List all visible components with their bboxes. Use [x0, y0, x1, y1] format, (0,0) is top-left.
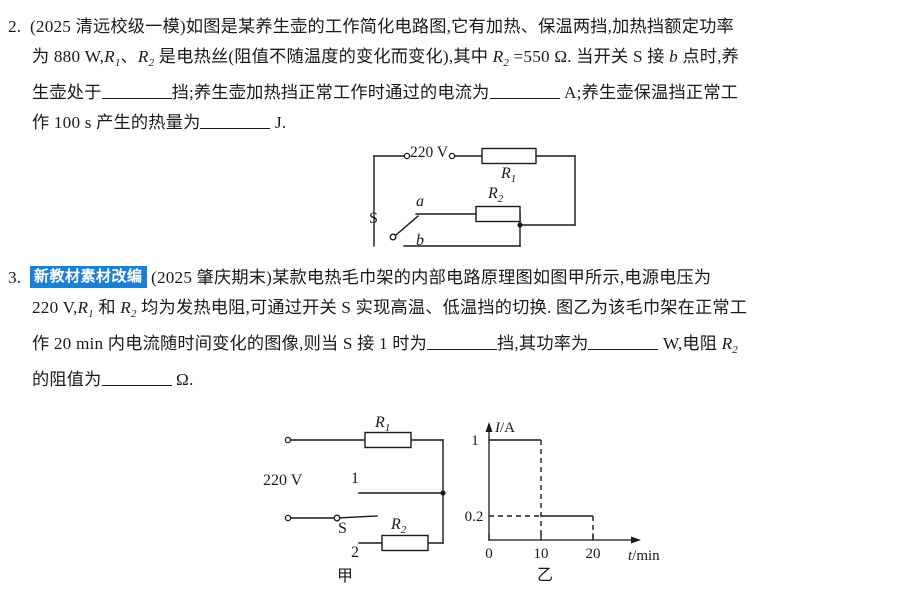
problem-2-line-3-c: A;养生壶保温挡正常工 — [559, 83, 739, 102]
problem-3-line-2: 220 V,R1 和 R2 均为发热电阻,可通过开关 S 实现高温、低温挡的切换… — [0, 293, 922, 329]
r2-figure-label-3: R2 — [391, 516, 407, 536]
problem-2-line-3: 生壶处于 挡;养生壶加热挡正常工作时通过的电流为 A;养生壶保温挡正常工 — [0, 78, 922, 108]
problem-3-r2-ref-subscript: 2 — [732, 344, 738, 356]
answer-blank-3-1[interactable] — [427, 334, 498, 350]
circuit-caption-jia: 甲 — [337, 568, 354, 585]
source-terminal-bottom-3 — [284, 514, 292, 522]
problem-2-circuit-svg — [373, 147, 576, 247]
resistor-r2-box — [475, 205, 521, 223]
terminal-2-label: 2 — [351, 544, 359, 561]
problem-2-circuit-figure: 220 V R1 R2 S a b — [360, 138, 620, 263]
resistor-r1-box — [481, 147, 537, 165]
graph-x-axis-label: t/min — [628, 548, 660, 564]
graph-xtick-0: 0 — [485, 546, 493, 562]
answer-blank-2-1[interactable] — [101, 83, 172, 99]
problem-3-number: 3. — [8, 268, 22, 287]
problem-3-line-1-text: (2025 肇庆期末)某款电热毛巾架的内部电路原理图如图甲所示,电源电压为 — [151, 268, 712, 287]
problem-3-line-3-a: 作 20 min 内电流随时间变化的图像,则当 S 接 1 时为 — [32, 334, 428, 353]
source-terminal-top-3 — [284, 436, 292, 444]
answer-blank-3-3[interactable] — [101, 370, 172, 386]
resistor-r2-value-symbol: R — [492, 47, 504, 66]
problem-2-line-1-text: (2025 清远校级一模)如图是某养生壶的工作简化电路图,它有加热、保温两挡,加… — [30, 17, 734, 36]
problem-3-circuit-figure: R1 220 V 1 S R2 2 甲 — [255, 410, 470, 585]
graph-y-axis-label: I/A — [494, 420, 515, 436]
graph-ytick-02: 0.2 — [465, 509, 483, 525]
resistor-r2-symbol: R — [137, 47, 149, 66]
source-terminal-right — [448, 152, 456, 160]
switch-blade — [395, 215, 419, 236]
problem-3-line-2-c: 均为发热电阻,可通过开关 S 实现高温、低温挡的切换. 图乙为该毛巾架在正常工 — [136, 298, 748, 317]
source-voltage-label: 220 V — [410, 144, 449, 161]
problem-2-line-1: 2. (2025 清远校级一模)如图是某养生壶的工作简化电路图,它有加热、保温两挡… — [0, 12, 922, 42]
problem-3-line-2-b: 和 — [93, 298, 121, 317]
contact-b-label: b — [416, 232, 424, 249]
graph-xtick-10: 10 — [534, 546, 549, 562]
problem-3-graph-svg: I/A 1 0.2 0 10 20 t/min 乙 — [465, 420, 660, 584]
problem-3-line-2-a: 220 V, — [32, 298, 78, 317]
problem-2-line-3-b: 挡;养生壶加热挡正常工作时通过的电流为 — [171, 83, 490, 102]
problem-3-line-3: 作 20 min 内电流随时间变化的图像,则当 S 接 1 时为 挡,其功率为 W… — [0, 329, 922, 365]
problem-3-r2-ref-symbol: R — [721, 334, 733, 353]
answer-blank-2-2[interactable] — [489, 83, 560, 99]
resistor-r2-value-subscript: 2 — [503, 57, 510, 69]
new-textbook-tag: 新教材素材改编 — [30, 266, 147, 288]
problem-2-line-2-d: =550 Ω. 当开关 S 接 — [509, 47, 670, 66]
problem-2-line-3-a: 生壶处于 — [32, 83, 102, 102]
source-terminal-left — [403, 152, 411, 160]
r2-figure-label: R2 — [488, 185, 504, 205]
problem-3-line-4: 的阻值为 Ω. — [0, 365, 922, 395]
problem-3-circuit-svg — [284, 431, 446, 552]
switch-figure-label: S — [369, 210, 378, 227]
switch-figure-label-3: S — [338, 520, 347, 537]
r1-figure-label-3: R1 — [375, 414, 391, 434]
contact-a-label: a — [416, 193, 424, 210]
y-axis-arrow — [485, 422, 493, 432]
resistor-r2-subscript: 2 — [148, 57, 155, 69]
problem-3-line-3-b: 挡,其功率为 — [497, 334, 589, 353]
problem-2-line-4-b: J. — [270, 113, 287, 132]
answer-blank-3-2[interactable] — [588, 334, 659, 350]
source-voltage-label-3: 220 V — [263, 472, 303, 489]
resistor-r1-box-3 — [364, 431, 412, 449]
graph-xtick-20: 20 — [586, 546, 601, 562]
problem-3-line-3-c: W,电阻 — [658, 334, 722, 353]
junction-dot-3 — [440, 490, 446, 496]
graph-caption-yi: 乙 — [537, 567, 553, 584]
x-axis-arrow — [631, 536, 641, 544]
problem-2-line-4: 作 100 s 产生的热量为 J. — [0, 108, 922, 138]
problem-3: 3. 新教材素材改编 (2025 肇庆期末)某款电热毛巾架的内部电路原理图如图甲所… — [0, 263, 922, 395]
r1-figure-label: R1 — [501, 165, 517, 185]
problem-3-graph-figure: I/A 1 0.2 0 10 20 t/min 乙 — [465, 410, 680, 585]
problem-2-line-4-a: 作 100 s 产生的热量为 — [32, 113, 201, 132]
problem-2-line-2: 为 880 W,R1、R2 是电热丝(阻值不随温度的变化而变化),其中 R2 =… — [0, 42, 922, 78]
problem-2-number: 2. — [8, 17, 22, 36]
switch-blade-3 — [336, 515, 378, 519]
problem-3-r2-subscript: 2 — [130, 308, 137, 320]
switch-pivot-terminal[interactable] — [389, 233, 397, 241]
answer-blank-2-3[interactable] — [200, 113, 271, 129]
resistor-r2-box-3 — [381, 534, 429, 552]
problem-3-line-4-a: 的阻值为 — [32, 370, 102, 389]
problem-2-line-2-e: 点时,养 — [677, 47, 740, 66]
problem-2-line-2-b: 、 — [120, 47, 138, 66]
problem-3-r1-symbol: R — [77, 298, 89, 317]
problem-2-line-2-c: 是电热丝(阻值不随温度的变化而变化),其中 — [154, 47, 493, 66]
switch-pivot-terminal-3[interactable] — [333, 514, 341, 522]
terminal-1-label: 1 — [351, 470, 359, 487]
contact-b-reference: b — [669, 47, 678, 66]
problem-3-r1-subscript: 1 — [88, 308, 94, 320]
resistor-r1-symbol: R — [104, 47, 115, 66]
problem-3-line-1: 3. 新教材素材改编 (2025 肇庆期末)某款电热毛巾架的内部电路原理图如图甲所… — [0, 263, 922, 293]
problem-2: 2. (2025 清远校级一模)如图是某养生壶的工作简化电路图,它有加热、保温两挡… — [0, 12, 922, 138]
junction-dot — [517, 222, 523, 228]
graph-ytick-1: 1 — [471, 433, 479, 449]
problem-2-line-2-a: 为 880 W, — [32, 47, 105, 66]
problem-3-r2-symbol: R — [120, 298, 131, 317]
resistor-r1-subscript: 1 — [114, 57, 121, 69]
problem-3-line-4-b: Ω. — [171, 370, 194, 389]
